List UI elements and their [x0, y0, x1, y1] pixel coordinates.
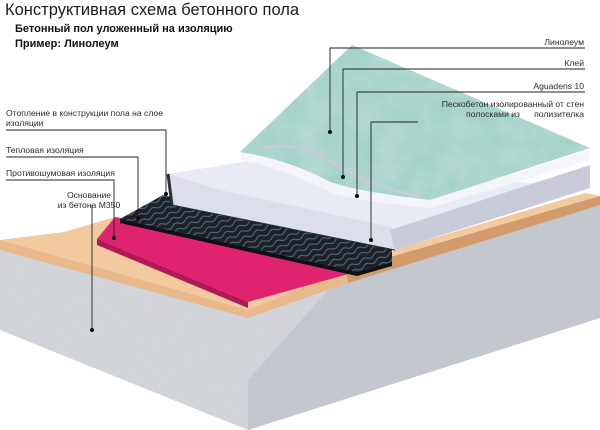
label-base: Основание из бетона М350 [34, 190, 144, 210]
label-screed-line2: полосками из [466, 109, 520, 119]
example-text: Пример: Линолеум [15, 38, 119, 50]
label-screed-line1: Пескобетон изолированный от стен [441, 99, 584, 109]
label-screed: Пескобетон изолированный от стен полоска… [364, 99, 584, 119]
page-title: Конструктивная схема бетонного пола [5, 1, 300, 19]
leader-lines [6, 47, 585, 330]
leader-dots [90, 130, 373, 332]
label-screed-line3: полизителка [534, 109, 584, 119]
screed-layer [166, 160, 590, 251]
label-glue: Клей [564, 58, 584, 68]
label-thermal: Тепловая изоляция [6, 145, 84, 155]
label-linoleum: Линолеум [544, 37, 584, 47]
label-base-line1: Основание [66, 190, 112, 200]
label-aguadens: Aguadens 10 [533, 81, 584, 91]
label-base-line2: из бетона М350 [57, 200, 121, 210]
label-heating: Отопление в конструкции пола на слое изо… [6, 108, 176, 128]
heating-mat [120, 195, 392, 276]
subtitle: Бетонный пол уложенный на изоляцию [15, 23, 233, 35]
label-heating-line1: Отопление в конструкции пола на слое [6, 108, 163, 118]
label-noise: Противошумовая изоляция [6, 168, 115, 178]
pink-layer [97, 217, 392, 308]
label-heating-line2: изоляции [6, 118, 44, 128]
linoleum-layer [240, 45, 590, 208]
